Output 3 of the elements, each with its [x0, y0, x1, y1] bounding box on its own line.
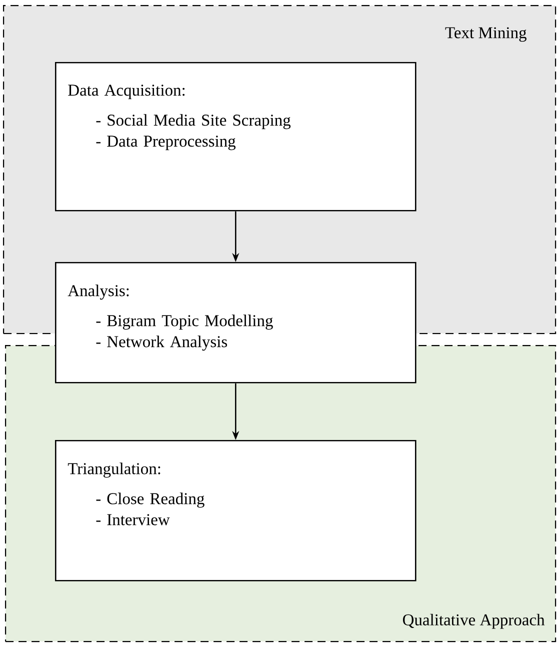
process-box: Triangulation: - Close Reading - Interview — [55, 440, 416, 582]
process-box: Data Acquisition: - Social Media Site Scraping - Data Preprocessing — [55, 62, 416, 212]
process-box: Analysis: - Bigram Topic Modelling - Network Analysis — [55, 262, 416, 384]
